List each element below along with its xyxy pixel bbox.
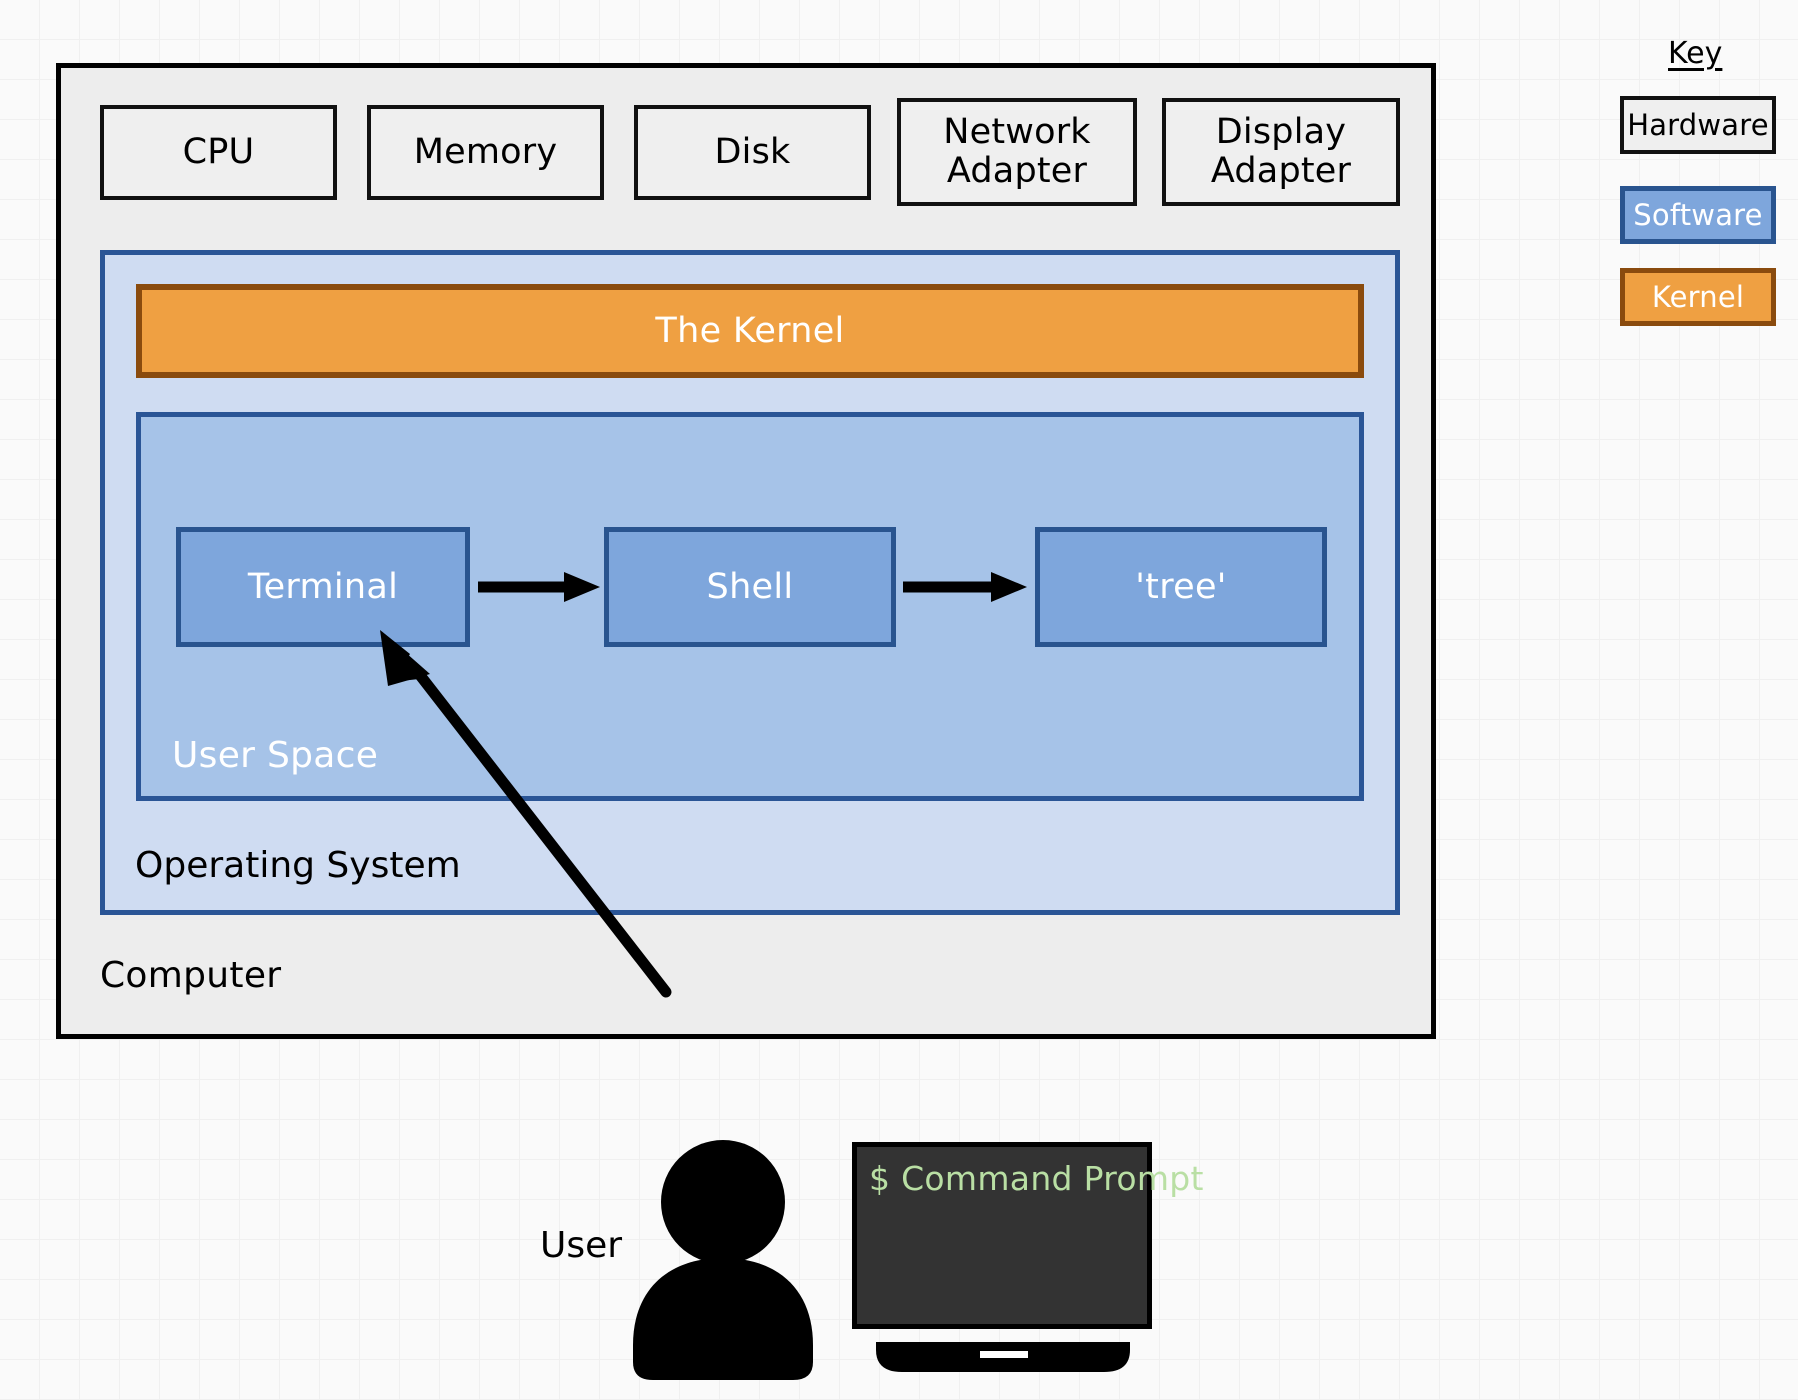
- monitor-stand-icon: [876, 1342, 1130, 1372]
- hardware-label-memory: Memory: [413, 131, 558, 172]
- software-label-shell: Shell: [706, 567, 794, 607]
- hardware-label-cpu: CPU: [182, 131, 255, 172]
- arrow-shell-to-tree-icon: [903, 572, 1027, 602]
- command-prompt-text: $ Command Prompt: [869, 1159, 1204, 1198]
- software-box-tree: 'tree': [1035, 527, 1327, 647]
- hardware-label-network-adapter: Network Adapter: [943, 111, 1091, 191]
- key-item-hardware: Hardware: [1620, 96, 1776, 154]
- kernel-box: The Kernel: [136, 284, 1364, 378]
- hardware-box-memory: Memory: [367, 105, 604, 200]
- key-label-software: Software: [1633, 198, 1763, 232]
- software-box-terminal: Terminal: [176, 527, 470, 647]
- key-label-hardware: Hardware: [1627, 108, 1769, 142]
- key-label-kernel: Kernel: [1651, 280, 1745, 314]
- arrow-terminal-to-shell-icon: [478, 572, 600, 602]
- monitor-icon: $ Command Prompt: [852, 1142, 1203, 1329]
- key-title: Key: [1668, 36, 1723, 71]
- computer-label: Computer: [100, 955, 282, 996]
- software-box-shell: Shell: [604, 527, 896, 647]
- hardware-box-disk: Disk: [634, 105, 871, 200]
- software-label-tree: 'tree': [1135, 567, 1227, 607]
- operating-system-label: Operating System: [135, 845, 461, 886]
- key-item-kernel: Kernel: [1620, 268, 1776, 326]
- key-item-software: Software: [1620, 186, 1776, 244]
- arrow-user-to-terminal-icon: [380, 630, 672, 998]
- hardware-label-disk: Disk: [714, 131, 791, 172]
- person-icon: [633, 1140, 813, 1380]
- hardware-label-display-adapter: Display Adapter: [1210, 111, 1352, 191]
- hardware-box-display-adapter: Display Adapter: [1162, 98, 1400, 206]
- software-label-terminal: Terminal: [247, 567, 399, 607]
- user-label: User: [540, 1225, 623, 1266]
- hardware-box-cpu: CPU: [100, 105, 337, 200]
- hardware-box-network-adapter: Network Adapter: [897, 98, 1137, 206]
- user-space-label: User Space: [172, 735, 379, 776]
- kernel-label: The Kernel: [655, 311, 845, 351]
